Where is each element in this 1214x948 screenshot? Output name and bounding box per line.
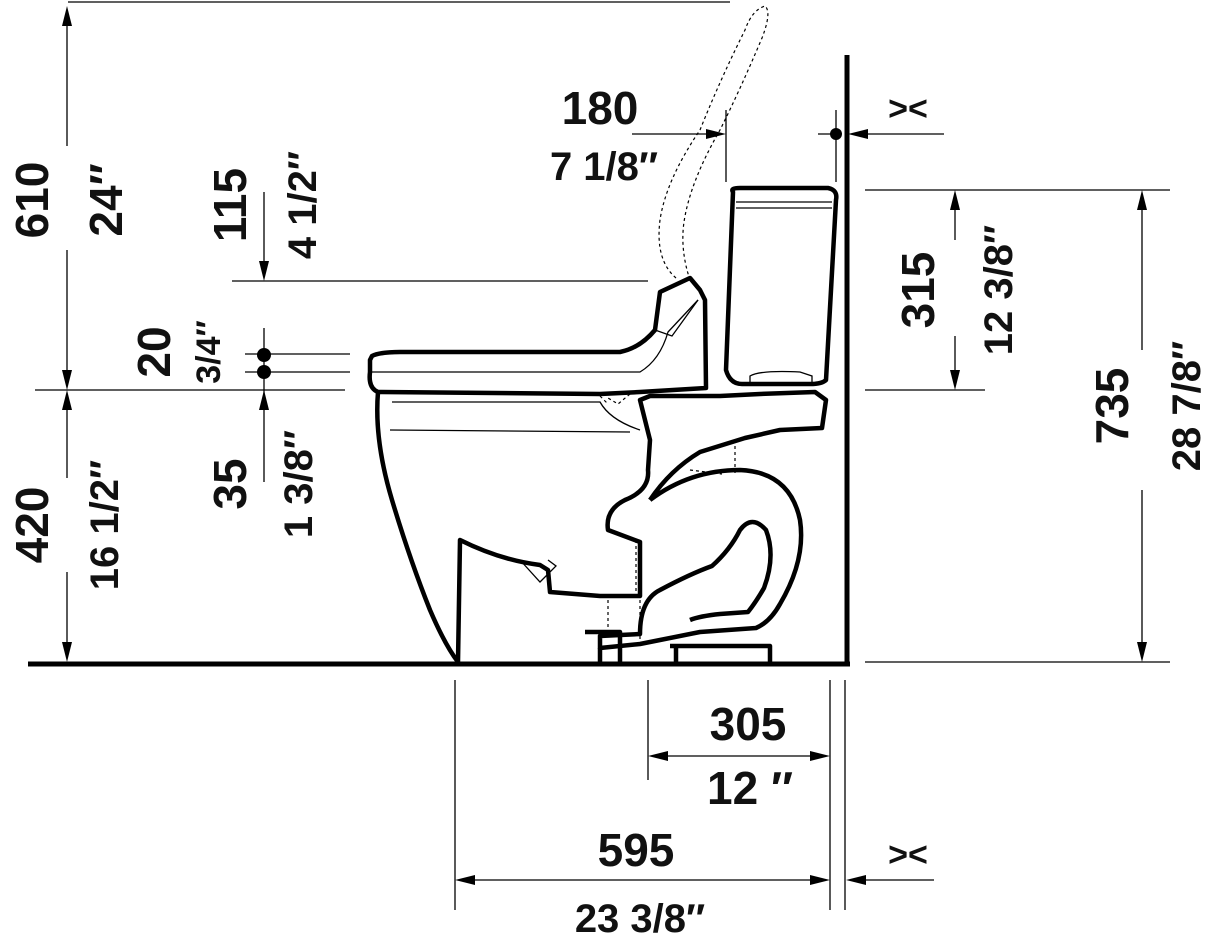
label-seat-height-in: 16 1/2″ <box>83 460 127 590</box>
label-rough-in-in: 12 ″ <box>707 762 793 814</box>
label-wall-gap-top: >< <box>888 90 928 128</box>
label-total-height-mm: 610 <box>6 162 58 239</box>
label-seat-height-mm: 420 <box>6 487 58 564</box>
label-hose-offset-in: 7 1/8″ <box>550 145 658 189</box>
extension-lines <box>35 110 1170 910</box>
dimension-labels: 610 24″ 420 16 1/2″ 115 4 1/2″ 20 3/4″ 3… <box>6 82 1209 941</box>
label-tank-height-in: 12 3/8″ <box>977 225 1021 355</box>
label-overall-depth-in: 23 3/8″ <box>575 897 705 941</box>
label-lid-thickness-in: 3/4″ <box>190 320 228 384</box>
label-lid-thickness-mm: 20 <box>128 326 180 377</box>
label-tank-height-mm: 315 <box>892 252 944 329</box>
toilet-outline <box>367 5 839 665</box>
label-overall-height-mm: 735 <box>1086 368 1138 445</box>
label-overall-height-in: 28 7/8″ <box>1165 341 1209 471</box>
label-total-height-in: 24″ <box>80 163 132 236</box>
label-seat-drop-in: 1 3/8″ <box>277 430 321 538</box>
label-rough-in-mm: 305 <box>710 698 787 750</box>
label-hose-offset-mm: 180 <box>562 82 639 134</box>
label-overall-depth-mm: 595 <box>598 824 675 876</box>
label-wall-gap-bottom: >< <box>888 836 928 874</box>
dimension-arrows <box>62 6 1147 885</box>
label-seat-gap-mm: 115 <box>204 168 256 242</box>
label-seat-drop-mm: 35 <box>204 458 256 509</box>
label-seat-gap-in: 4 1/2″ <box>281 151 325 259</box>
